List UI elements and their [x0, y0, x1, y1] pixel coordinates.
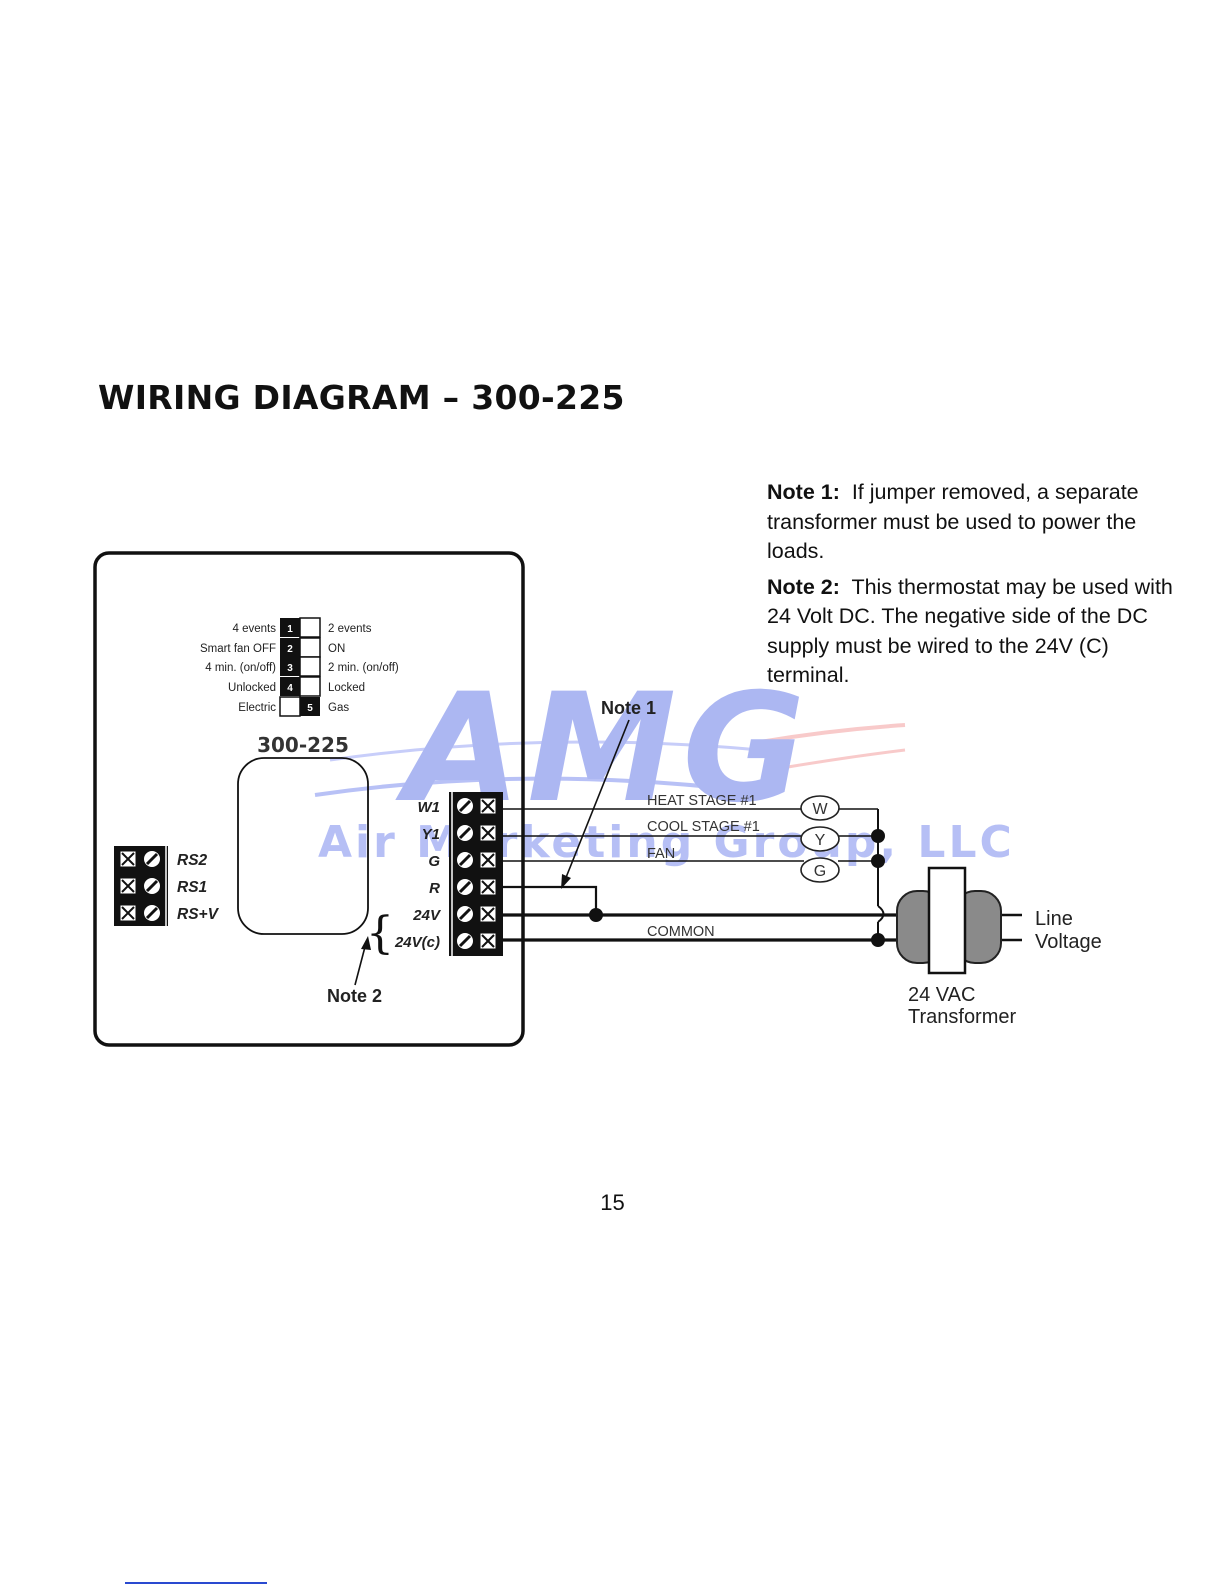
svg-text:3: 3	[287, 663, 293, 674]
junction-dot	[871, 854, 885, 868]
wire-label-common: COMMON	[647, 924, 715, 940]
dip-switch-block: 1 4 events 2 events 2 Smart fan OFF ON 3…	[200, 617, 399, 717]
svg-text:ON: ON	[328, 643, 345, 655]
terminal-rs2-label: RS2	[177, 852, 208, 869]
load-g: G	[800, 857, 840, 883]
note-1-text: If jumper removed, a separate transforme…	[767, 480, 1139, 563]
wire-label-cool: COOL STAGE #1	[647, 819, 760, 835]
svg-text:4 events: 4 events	[233, 623, 277, 635]
display-window	[237, 757, 369, 935]
svg-text:4: 4	[287, 683, 293, 694]
note-1-arrowhead	[561, 874, 571, 889]
transformer-label-1: 24 VAC	[908, 984, 975, 1006]
svg-text:2 min. (on/off): 2 min. (on/off)	[328, 662, 399, 674]
junction-dot	[871, 933, 885, 947]
note-2: Note 2: This thermostat may be used with…	[767, 573, 1187, 691]
svg-text:Unlocked: Unlocked	[228, 682, 276, 694]
line-voltage-label-2: Voltage	[1035, 931, 1102, 953]
note-1-callout: Note 1	[601, 698, 656, 718]
dip-switch-5: 5 Electric Gas	[238, 696, 349, 717]
terminal-r-label: R	[429, 880, 440, 897]
wire-label-fan: FAN	[647, 846, 675, 862]
remote-sensor-terminal-block: RS2 RS1 RS+V	[114, 846, 220, 926]
note-1-label: Note 1:	[767, 480, 840, 504]
dip-switch-2: 2 Smart fan OFF ON	[200, 637, 345, 658]
terminal-rs1-label: RS1	[177, 879, 207, 896]
page-title: WIRING DIAGRAM – 300-225	[98, 378, 625, 417]
load-w: W	[800, 795, 840, 821]
note-1: Note 1: If jumper removed, a separate tr…	[767, 478, 1187, 567]
svg-text:Smart fan OFF: Smart fan OFF	[200, 643, 276, 655]
watermark: AMG Air Marketing Group, LLC	[314, 662, 1015, 868]
model-label: 300-225	[257, 733, 349, 757]
main-terminal-block: W1 Y1 G R 24V 24V(c)	[394, 792, 503, 956]
svg-text:5: 5	[307, 703, 313, 714]
note-2-label: Note 2:	[767, 574, 840, 599]
svg-text:Gas: Gas	[328, 702, 349, 714]
junction-dot	[871, 829, 885, 843]
line-voltage-label-1: Line	[1035, 908, 1073, 930]
terminal-24v-label: 24V	[412, 907, 442, 924]
thermostat-housing	[93, 551, 525, 1047]
watermark-company: Air Marketing Group, LLC	[318, 817, 1015, 868]
terminal-24vc-label: 24V(c)	[394, 934, 440, 951]
dip-switch-1: 1 4 events 2 events	[233, 617, 372, 638]
svg-text:Y: Y	[815, 832, 826, 849]
svg-text:1: 1	[287, 624, 293, 635]
transformer-label-2: Transformer	[908, 1006, 1017, 1028]
terminal-w1-label: W1	[418, 799, 441, 816]
bottom-rule	[125, 1582, 267, 1584]
dip-switch-4: 4 Unlocked Locked	[228, 676, 365, 697]
note-1-arrow	[564, 719, 630, 881]
svg-text:G: G	[814, 863, 826, 880]
note-2-callout: Note 2	[327, 986, 382, 1006]
svg-text:4 min. (on/off): 4 min. (on/off)	[205, 662, 276, 674]
svg-text:W: W	[812, 801, 828, 818]
load-y: Y	[800, 826, 840, 852]
dip-switch-3: 3 4 min. (on/off) 2 min. (on/off)	[205, 656, 399, 677]
svg-text:Electric: Electric	[238, 702, 276, 714]
svg-text:2 events: 2 events	[328, 623, 372, 635]
note-2-arrowhead	[361, 936, 371, 950]
note-2-brace: {	[366, 908, 394, 959]
wire-label-heat: HEAT STAGE #1	[647, 793, 757, 809]
terminal-g-label: G	[428, 853, 440, 870]
note-2-arrow	[354, 942, 367, 986]
svg-text:Locked: Locked	[328, 682, 365, 694]
junction-dot	[589, 908, 603, 922]
note-2-text: This thermostat may be used with 24 Volt…	[767, 574, 1173, 688]
notes-block: Note 1: If jumper removed, a separate tr…	[767, 478, 1187, 697]
page-number: 15	[600, 1190, 625, 1215]
svg-text:2: 2	[287, 644, 293, 655]
terminal-rsv-label: RS+V	[177, 906, 220, 923]
terminal-y1-label: Y1	[422, 826, 440, 843]
wire-r-jumper	[503, 885, 598, 915]
transformer	[896, 866, 1002, 975]
